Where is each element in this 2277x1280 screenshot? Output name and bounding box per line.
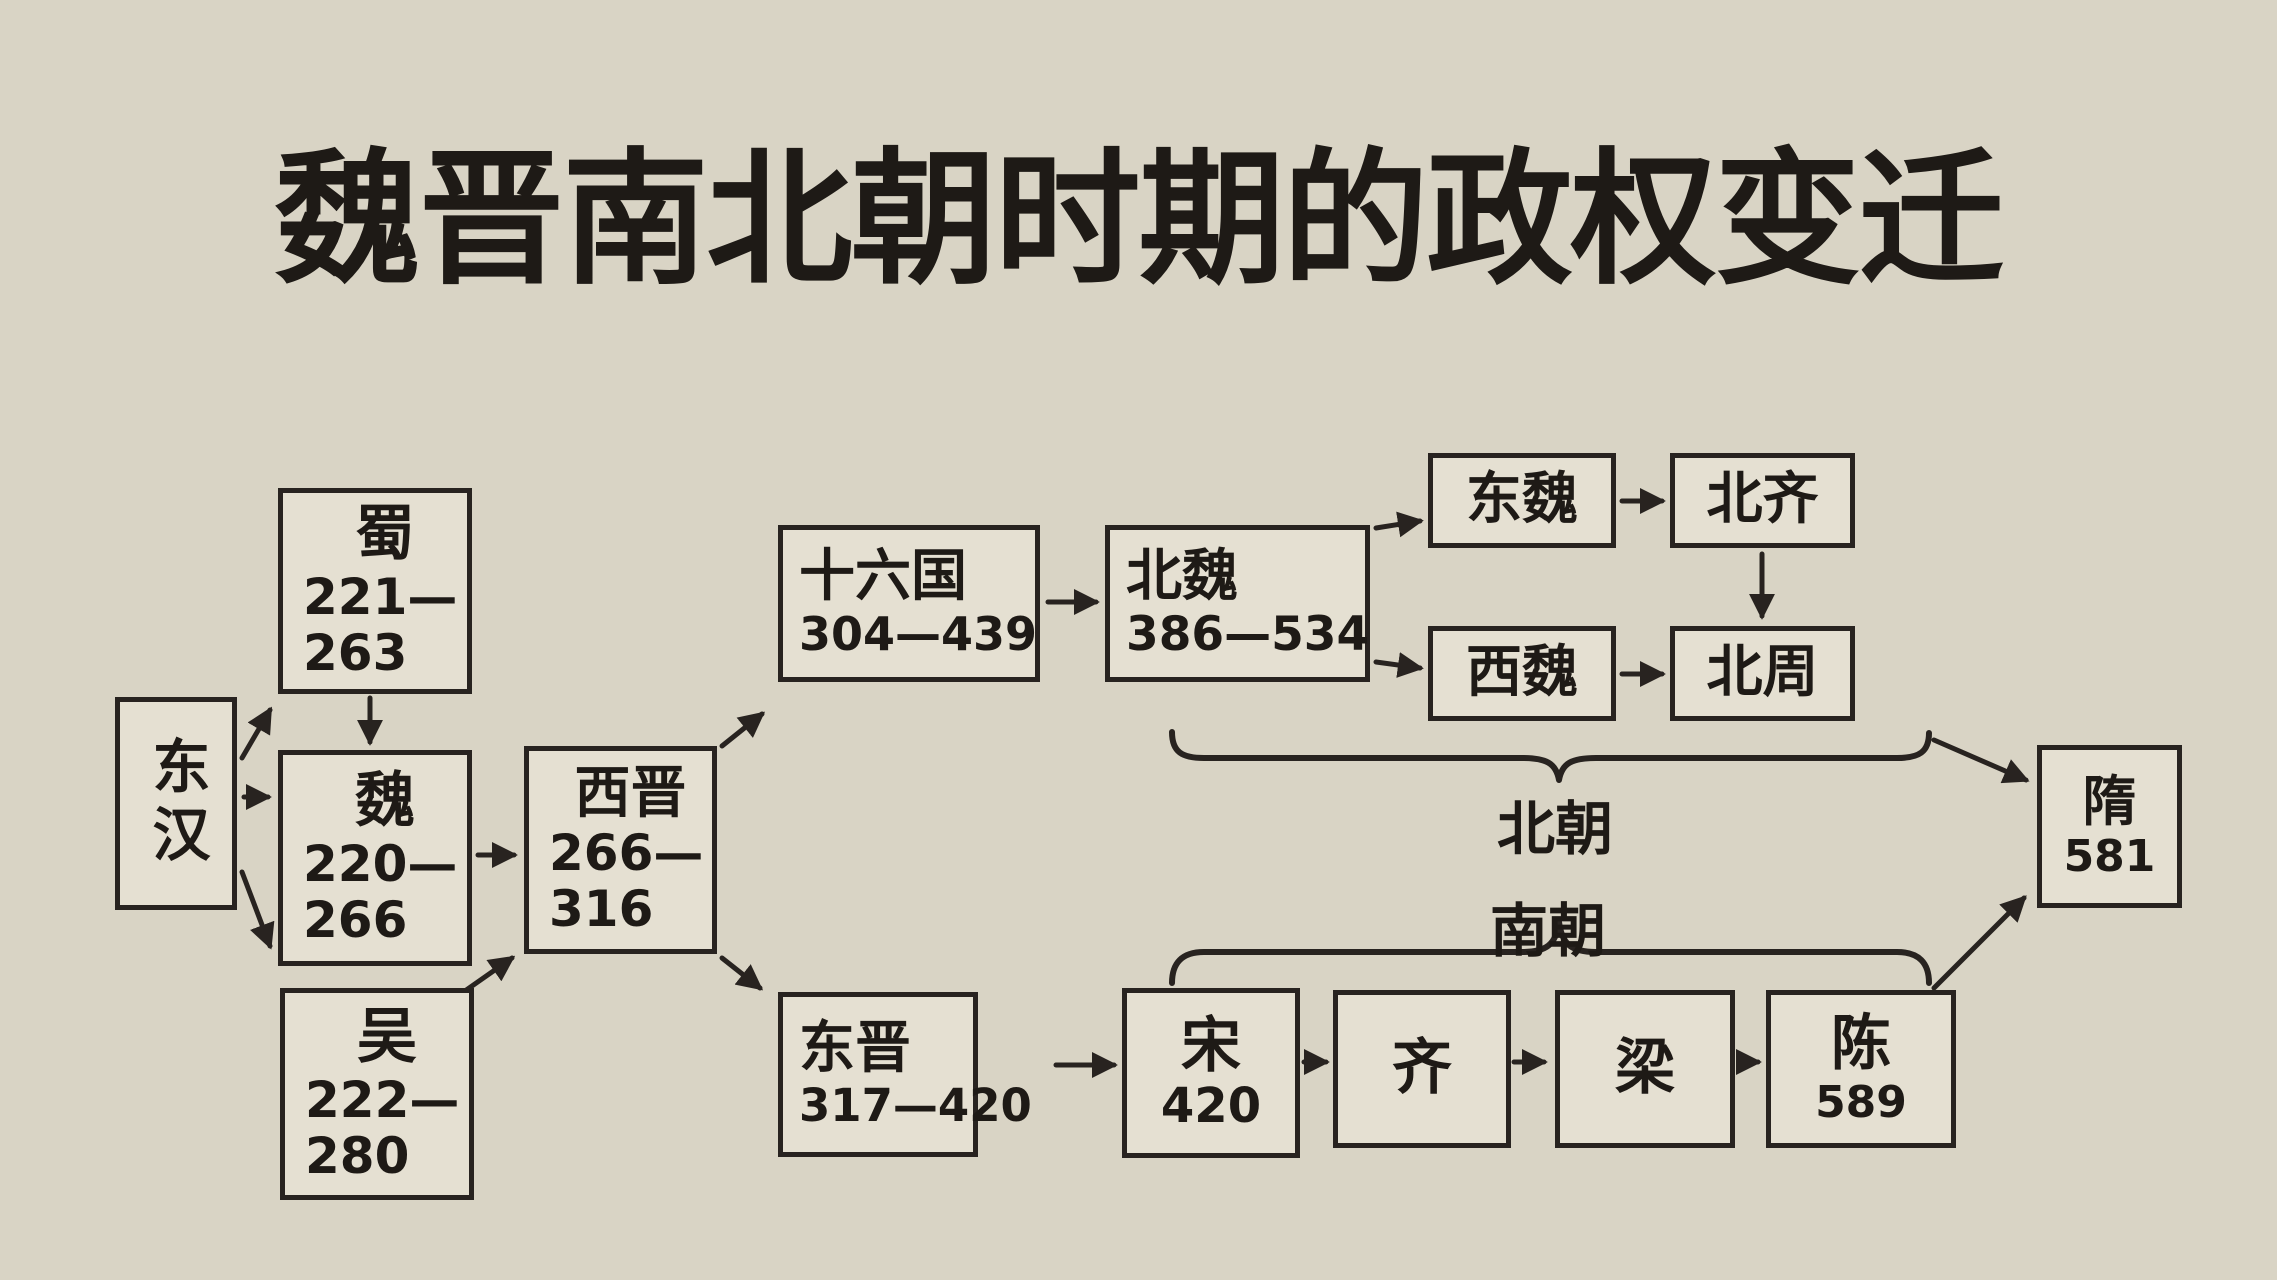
- edge-beiwei-xiwei: [1373, 652, 1424, 678]
- node-liang: 梁: [1555, 990, 1735, 1148]
- node-sui-label: 隋: [2082, 769, 2137, 833]
- node-beiqi-label: 北齐: [1706, 467, 1819, 533]
- node-sui: 隋 581: [2037, 745, 2182, 908]
- edge-beiwei-dongwei: [1373, 511, 1424, 538]
- node-dongwei-label: 东魏: [1466, 467, 1578, 533]
- node-xijin-years-start: 266—: [549, 824, 704, 883]
- node-wei-label: 魏: [355, 766, 415, 837]
- north-brace: [1169, 729, 1932, 783]
- node-beiqi: 北齐: [1670, 453, 1855, 548]
- node-donghan-label: 东汉: [142, 735, 211, 872]
- edge-donghan-wu: [239, 869, 275, 950]
- node-shiliuguo-years: 304—439: [799, 607, 1038, 662]
- node-wu: 吴 222— 280: [280, 988, 474, 1200]
- page-title: 魏晋南北朝时期的政权变迁: [274, 135, 2005, 305]
- node-dongjin-label: 东晋: [799, 1015, 911, 1081]
- node-dongjin-years: 317—420: [799, 1078, 1032, 1132]
- edge-xijin-dongjin: [719, 955, 764, 991]
- node-song-years: 420: [1160, 1077, 1262, 1134]
- node-shu-years-end: 263: [303, 623, 408, 682]
- node-qi-label: 齐: [1392, 1033, 1452, 1104]
- edge-north-sui: [1931, 737, 2030, 784]
- south-dynasties-label: 南朝: [1489, 897, 1606, 965]
- node-beiwei-label: 北魏: [1126, 543, 1238, 609]
- node-shiliuguo: 十六国 304—439: [778, 525, 1040, 682]
- node-xijin-years-end: 316: [549, 880, 654, 939]
- node-wei-years-end: 266: [303, 890, 408, 949]
- node-song-label: 宋: [1181, 1010, 1241, 1081]
- node-beiwei: 北魏 386—534: [1105, 525, 1370, 682]
- node-dongjin: 东晋 317—420: [778, 992, 1032, 1157]
- south-brace: [1169, 919, 1932, 986]
- node-xijin: 西晋 266— 316: [524, 746, 717, 954]
- node-shu-label: 蜀: [355, 499, 415, 570]
- node-qi: 齐: [1333, 990, 1511, 1148]
- edge-xijin-shiliuguo: [719, 711, 766, 749]
- node-donghan: 东汉: [115, 697, 237, 910]
- node-song: 宋 420: [1122, 988, 1300, 1158]
- node-shiliuguo-label: 十六国: [799, 544, 967, 610]
- edge-south-sui: [1931, 895, 2027, 991]
- node-beizhou-label: 北周: [1706, 640, 1819, 706]
- node-wu-years-end: 280: [305, 1126, 410, 1185]
- edge-donghan-shu: [239, 706, 273, 761]
- node-wu-years-start: 222—: [305, 1070, 460, 1129]
- node-xiwei: 西魏: [1428, 626, 1616, 721]
- node-wu-label: 吴: [357, 1002, 417, 1073]
- node-chen-years: 589: [1815, 1076, 1907, 1128]
- node-dongwei: 东魏: [1428, 453, 1616, 548]
- node-xiwei-label: 西魏: [1466, 640, 1578, 706]
- node-beiwei-years: 386—534: [1126, 606, 1370, 662]
- node-xijin-label: 西晋: [574, 760, 687, 826]
- node-chen-label: 陈: [1831, 1008, 1891, 1079]
- north-dynasties-label: 北朝: [1496, 795, 1613, 863]
- node-wei: 魏 220— 266: [278, 750, 472, 966]
- node-liang-label: 梁: [1615, 1033, 1675, 1104]
- node-chen: 陈 589: [1766, 990, 1956, 1148]
- node-shu-years-start: 221—: [303, 567, 458, 626]
- node-wei-years-start: 220—: [303, 834, 458, 893]
- node-shu: 蜀 221— 263: [278, 488, 472, 694]
- node-beizhou: 北周: [1670, 626, 1855, 721]
- node-sui-years: 581: [2063, 831, 2156, 883]
